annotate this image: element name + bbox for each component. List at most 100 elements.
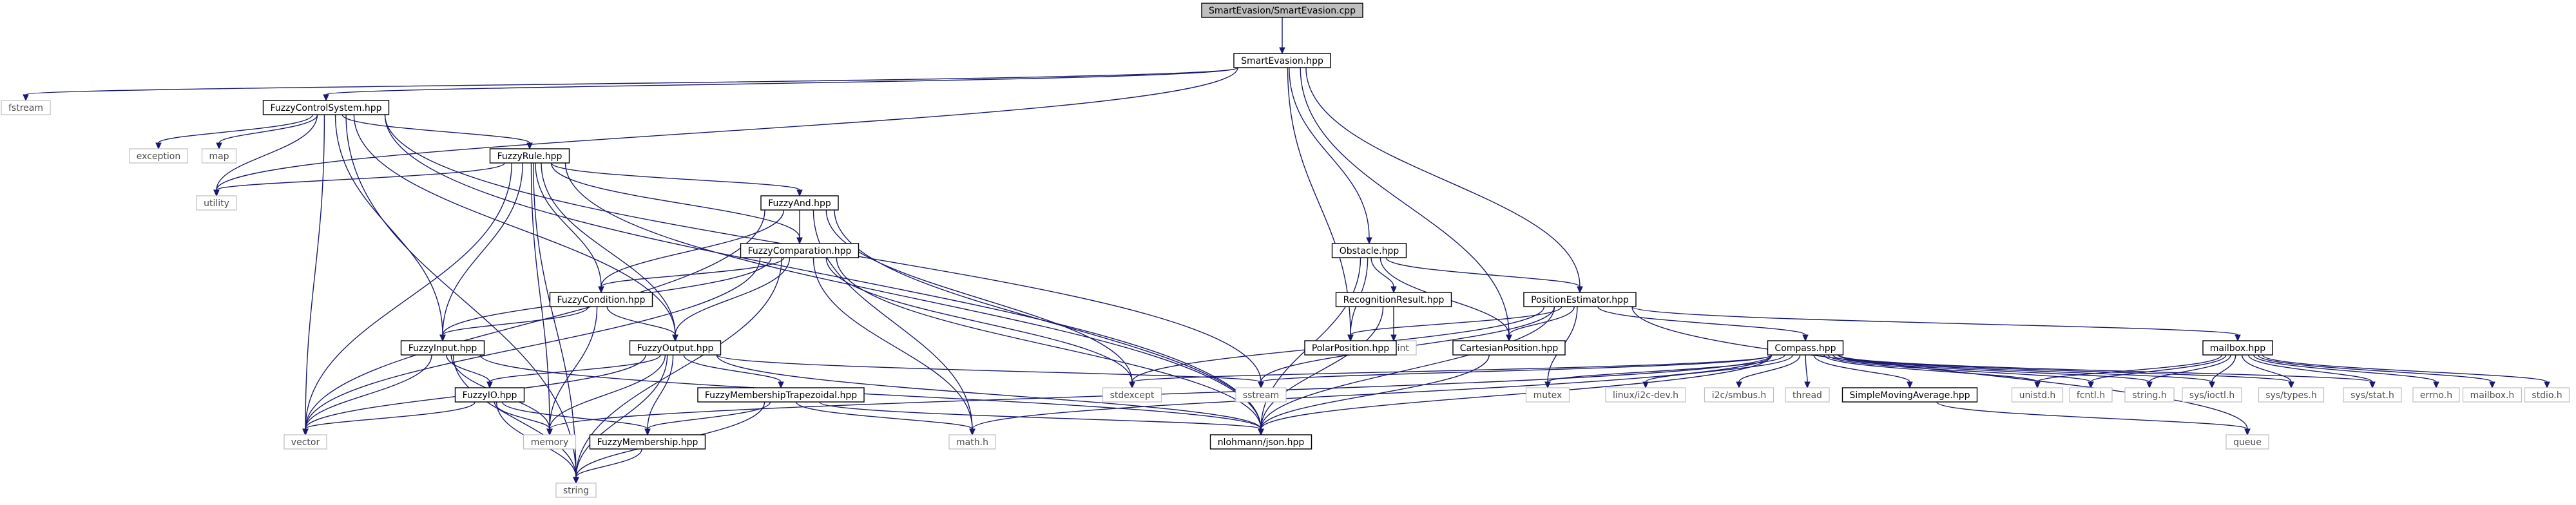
edge-line [2253, 354, 2437, 383]
node-fuzzymembership-hpp[interactable]: FuzzyMembership.hpp [589, 434, 706, 450]
edge-arrowhead [2235, 334, 2241, 342]
node-smartevasion-hpp[interactable]: SmartEvasion.hpp [1233, 53, 1331, 68]
node-label: i2c/smbus.h [1712, 390, 1767, 401]
node-fuzzyinput-hpp[interactable]: FuzzyInput.hpp [400, 340, 485, 356]
node-box [2011, 387, 2064, 403]
edge-line [305, 162, 512, 430]
node-label: SimpleMovingAverage.hpp [1850, 390, 1970, 401]
edge-line [1350, 306, 1562, 336]
node-simplemovingaverage-hpp[interactable]: SimpleMovingAverage.hpp [1841, 387, 1978, 403]
node-math-h: math.h [948, 434, 996, 450]
node-label: FuzzyCondition.hpp [557, 295, 645, 305]
node-recognitionresult-hpp[interactable]: RecognitionResult.hpp [1335, 292, 1452, 307]
edge-fuzzyoutput-hpp-to-sstream [716, 354, 1264, 389]
edge-arrowhead [2088, 381, 2094, 389]
node-compass-hpp[interactable]: Compass.hpp [1767, 340, 1844, 356]
node-fuzzycomparation-hpp[interactable]: FuzzyComparation.hpp [740, 243, 860, 258]
edge-line [1131, 354, 1773, 383]
edge-line [1260, 354, 1773, 383]
edge-line [1305, 67, 1581, 287]
edge-fuzzyoutput-hpp-to-fuzzymembershiptrapezoidal-hpp [683, 354, 784, 389]
node-fuzzyio-hpp[interactable]: FuzzyIO.hpp [454, 387, 525, 403]
edge-compass-hpp-to-sstream [1258, 354, 1773, 389]
edge-line [1832, 354, 2150, 383]
edge-obstacle-hpp-to-positionestimator-hpp [1385, 257, 1583, 294]
edge-compass-hpp-to-i2c-smbus [1736, 354, 1801, 389]
node-string: string [555, 482, 597, 498]
node-stdexcept: stdexcept [1102, 387, 1162, 403]
node-sys-types-h: sys/types.h [2258, 387, 2325, 403]
node-smartevasion-cpp[interactable]: SmartEvasion/SmartEvasion.cpp [1201, 3, 1363, 18]
node-label: FuzzyMembershipTrapezoidal.hpp [705, 390, 857, 401]
edge-line [716, 354, 1262, 430]
edge-line [1260, 354, 1490, 430]
node-box [1525, 387, 1570, 403]
edge-fuzzycontrolsystem-hpp-to-fuzzyinput-hpp [334, 114, 446, 342]
edge-line [549, 306, 598, 430]
node-obstacle-hpp[interactable]: Obstacle.hpp [1331, 243, 1407, 258]
edge-line [334, 114, 443, 336]
node-fuzzymembershiptrapezoidal-hpp[interactable]: FuzzyMembershipTrapezoidal.hpp [697, 387, 865, 403]
edge-line [601, 257, 785, 287]
node-fuzzycondition-hpp[interactable]: FuzzyCondition.hpp [549, 292, 653, 307]
node-label: mailbox.h [2470, 390, 2515, 401]
node-positionestimator-hpp[interactable]: PositionEstimator.hpp [1523, 292, 1637, 307]
edge-line [1631, 306, 2238, 336]
node-box [196, 195, 237, 211]
edge-compass-hpp-to-string-h [1832, 354, 2153, 389]
node-label: errno.h [2420, 390, 2452, 401]
edge-line [341, 114, 530, 144]
edge-line [564, 162, 1262, 430]
node-unistd-h: unistd.h [2011, 387, 2064, 403]
edge-smartevasion-hpp-to-obstacle-hpp [1289, 67, 1372, 245]
node-fuzzycontrolsystem-hpp[interactable]: FuzzyControlSystem.hpp [262, 100, 390, 115]
edge-line [1300, 67, 1510, 336]
edge-arrowhead [1390, 286, 1397, 294]
edge-arrowhead [1390, 334, 1397, 342]
node-label: mutex [1533, 390, 1562, 401]
node-label: vector [291, 437, 320, 448]
edge-arrowhead [2544, 381, 2550, 389]
edge-line [452, 354, 577, 478]
node-label: FuzzyOutput.hpp [637, 343, 714, 354]
edge-line [825, 209, 1133, 383]
edge-line [216, 114, 318, 191]
edge-line [1738, 354, 1801, 383]
edge-fuzzyand-hpp-to-stdexcept [825, 209, 1135, 389]
edge-arrowhead [2146, 381, 2153, 389]
node-box [1331, 243, 1407, 258]
edge-arrowhead [1258, 381, 1264, 389]
node-mailbox-hpp[interactable]: mailbox.hpp [2202, 340, 2273, 356]
node-label: exception [137, 151, 180, 162]
node-label: unistd.h [2019, 390, 2056, 401]
edge-line [1385, 257, 1581, 287]
edge-arrowhead [1907, 381, 1913, 389]
edge-arrowhead [2369, 381, 2376, 389]
node-box [1767, 340, 1844, 356]
node-map: map [201, 148, 237, 164]
node-cartesianposition-hpp[interactable]: CartesianPosition.hpp [1452, 340, 1566, 356]
node-label: FuzzyAnd.hpp [768, 198, 831, 209]
edge-arrowhead [1736, 381, 1742, 389]
node-fuzzyoutput-hpp[interactable]: FuzzyOutput.hpp [629, 340, 722, 356]
edge-smartevasion-cpp-to-smartevasion-hpp [1279, 17, 1285, 55]
edge-fuzzyrule-hpp-to-fuzzycondition-hpp [535, 162, 604, 294]
node-fuzzyrule-hpp[interactable]: FuzzyRule.hpp [489, 148, 570, 164]
edge-line [1547, 354, 1785, 383]
node-layer: SmartEvasion/SmartEvasion.cppSmartEvasio… [1, 3, 2570, 498]
edge-fuzzyinput-hpp-to-string [452, 354, 579, 484]
node-label: mailbox.hpp [2210, 343, 2266, 354]
node-polarposition-hpp[interactable]: PolarPosition.hpp [1304, 340, 1397, 356]
node-box [549, 292, 653, 307]
node-box [489, 148, 570, 164]
node-fuzzyand-hpp[interactable]: FuzzyAnd.hpp [760, 195, 839, 211]
node-stdio-h: stdio.h [2524, 387, 2570, 403]
edge-line [2262, 354, 2548, 383]
node-box [129, 148, 188, 164]
node-label: stdexcept [1110, 390, 1155, 401]
node-label: FuzzyRule.hpp [497, 151, 562, 162]
node-box [1304, 340, 1397, 356]
edge-arrowhead [1802, 334, 1809, 342]
node-nlohmann-json[interactable]: nlohmann/json.hpp [1209, 434, 1312, 450]
node-box [1209, 434, 1312, 450]
